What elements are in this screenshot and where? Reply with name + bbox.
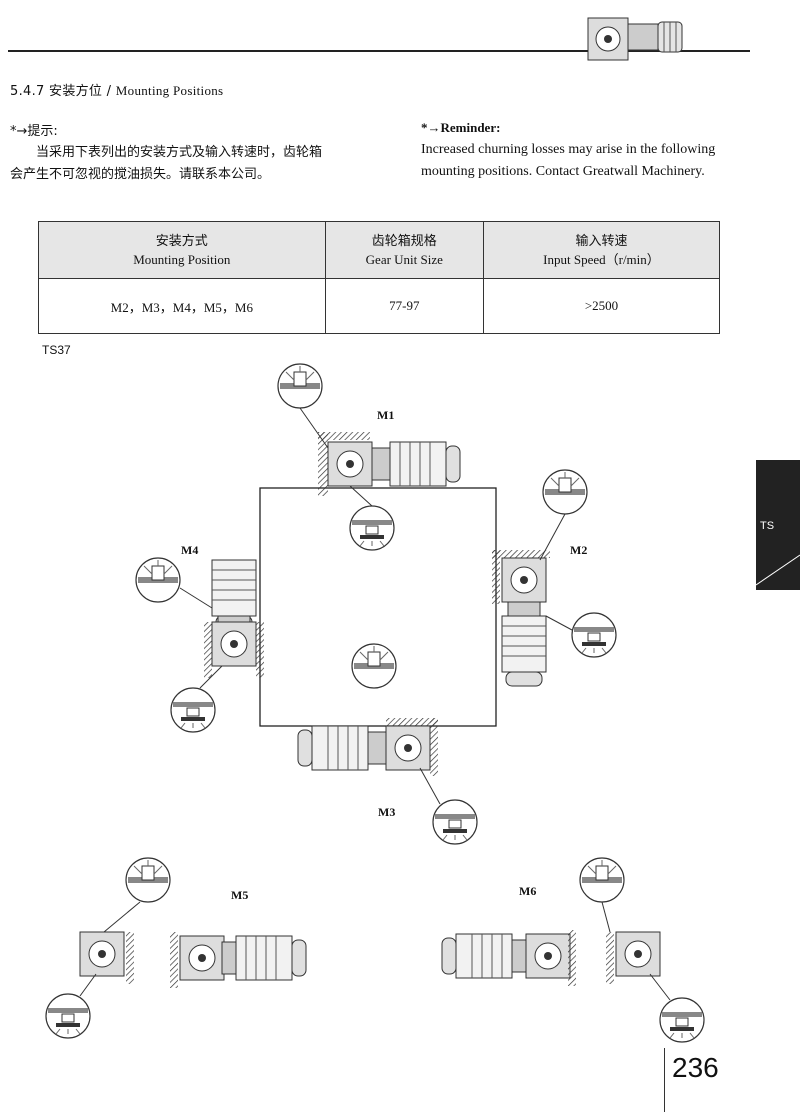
m3-unit	[297, 643, 478, 845]
hint-title: *→提示:	[10, 124, 58, 139]
m5-unit	[45, 857, 307, 1039]
label-m1: M1	[377, 408, 395, 422]
m2-unit	[492, 469, 617, 687]
side-tab-stripe-icon	[756, 554, 800, 586]
model-label: TS37	[42, 343, 71, 357]
page-number: 236	[672, 1052, 719, 1083]
section-separator: /	[106, 84, 112, 99]
section-title-cn: 安装方位	[49, 84, 103, 99]
cell-speed: >2500	[482, 278, 721, 334]
label-m2: M2	[570, 543, 588, 557]
section-heading: 5.4.7 安装方位 / Mounting Positions	[10, 80, 223, 99]
table-row: M2，M3，M4，M5，M6 77-97 >2500	[38, 278, 721, 334]
side-tab-label: TS	[760, 520, 775, 532]
label-m3: M3	[378, 805, 396, 819]
label-m6: M6	[519, 884, 537, 898]
m6-unit	[441, 857, 705, 1043]
footer-divider	[664, 1048, 665, 1112]
center-frame	[259, 487, 497, 727]
reminder-body: Increased churning losses may arise in t…	[421, 142, 716, 179]
section-number: 5.4.7	[10, 84, 45, 99]
hint-body: 当采用下表列出的安装方式及输入转速时，齿轮箱会产生不可忽视的搅油损失。请联系本公…	[10, 145, 323, 182]
cell-size: 77-97	[324, 278, 484, 334]
section-title-en: Mounting Positions	[115, 83, 224, 98]
label-m5: M5	[231, 888, 249, 902]
mounting-diagram	[45, 363, 705, 1043]
header-gearmotor-icon	[587, 17, 683, 61]
m1-unit	[277, 363, 461, 551]
header-rule	[8, 50, 750, 52]
reminder-title: *→Reminder:	[421, 120, 501, 135]
m4-unit	[135, 557, 264, 733]
label-m4: M4	[181, 543, 199, 557]
cell-positions: M2，M3，M4，M5，M6	[38, 278, 326, 334]
section-side-tab: TS	[756, 460, 800, 590]
